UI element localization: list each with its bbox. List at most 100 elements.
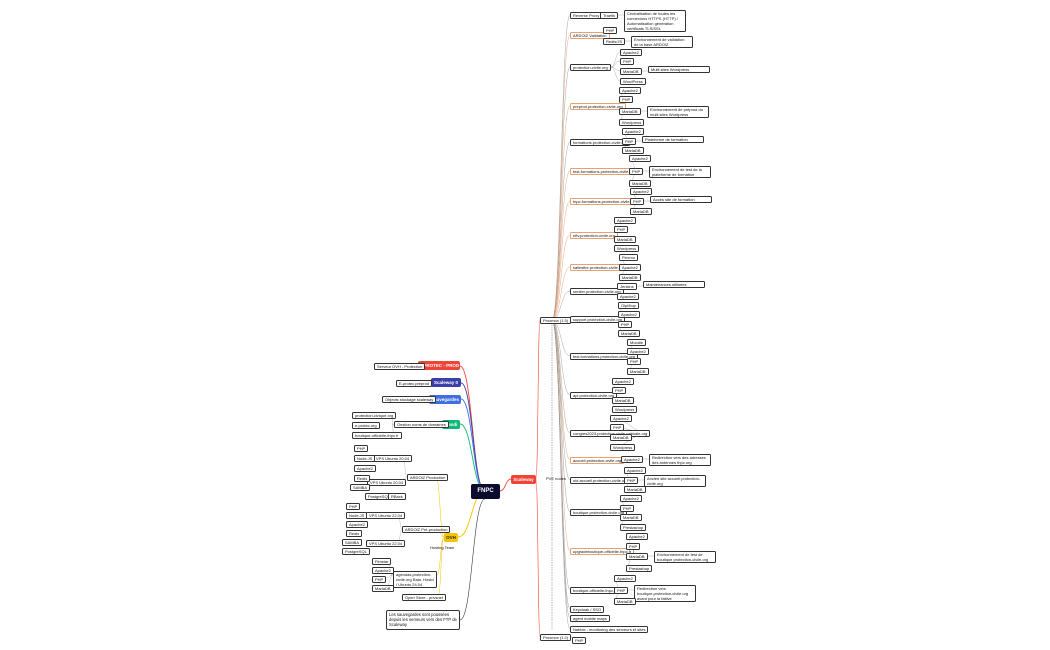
- scaleway-site-component[interactable]: MariaDB: [620, 68, 642, 75]
- hub-scaleway-0[interactable]: Scaleway 0: [431, 378, 461, 387]
- scaleway-site-component[interactable]: WordPress: [620, 78, 646, 85]
- scaleway-site-component[interactable]: Jenkins: [617, 283, 637, 290]
- scaleway-site-component[interactable]: Apache2: [626, 533, 648, 540]
- ovh-agenda-item[interactable]: PHP: [372, 576, 387, 583]
- scaleway-site-component[interactable]: PHP: [626, 543, 641, 550]
- scaleway-site-node[interactable]: support.protection-civile.org: [570, 316, 626, 323]
- scaleway-site-component[interactable]: Apache2: [619, 264, 641, 271]
- scaleway-site-component[interactable]: Wordpress: [610, 444, 636, 451]
- ovh-vps2-item[interactable]: RBack: [388, 493, 406, 500]
- scaleway-component-note[interactable]: Multi sites Wordpress: [648, 66, 710, 73]
- ovh-vps-ubuntu-2204-b[interactable]: VPS Ubuntu 22.04: [366, 540, 406, 547]
- scaleway-component-note[interactable]: Environnement de préprod du multi sites …: [647, 106, 709, 118]
- scaleway-site-component[interactable]: Apache2: [627, 348, 649, 355]
- scaleway-site-component[interactable]: Prestashop: [626, 565, 653, 572]
- scaleway-site-component[interactable]: Wordpress: [619, 119, 645, 126]
- scaleway-site-node[interactable]: preprod.protection-civile.org: [570, 103, 626, 110]
- scaleway-site-component[interactable]: Apache2: [617, 293, 639, 300]
- scaleway-proxmox2-php[interactable]: PHP: [572, 637, 587, 644]
- scaleway-component-note[interactable]: Environnement de test de boutique protec…: [654, 551, 716, 563]
- ovh-ardoiz-preproduction[interactable]: ARDOIZ Pré-production: [402, 526, 451, 533]
- ovh-hosting-team[interactable]: Hosting Team: [430, 545, 455, 550]
- scaleway-proxmox-1[interactable]: Proxmox (1.5): [540, 317, 572, 324]
- ovh-vps3-item[interactable]: Node.JS: [346, 512, 368, 519]
- scaleway-site-component[interactable]: PHP: [612, 387, 627, 394]
- scaleway-site-node[interactable]: api.protection-civile.org: [570, 392, 618, 399]
- scaleway-site-component[interactable]: MariaDB: [627, 368, 649, 375]
- ovh-vps1-item[interactable]: PHP: [354, 445, 369, 452]
- scaleway-site-component[interactable]: MariaDB: [612, 397, 634, 404]
- ovh-vps3-item[interactable]: PHP: [346, 503, 361, 510]
- scaleway-site-component[interactable]: Wordpress: [614, 245, 640, 252]
- scaleway-site-node[interactable]: test.formations.protection-civile.org: [570, 353, 639, 360]
- scaleway-site-component[interactable]: PHP: [622, 138, 637, 145]
- scaleway-site-component[interactable]: MariaDB: [614, 598, 636, 605]
- scaleway-site-node[interactable]: fnpc-formations.protection-civile.org: [570, 198, 640, 205]
- scaleway-component-note[interactable]: Environnement de validation de la base A…: [631, 36, 693, 48]
- scaleway-site-node[interactable]: sentier.protection-civile.org: [570, 288, 624, 295]
- scaleway-vm-nodes[interactable]: PVE nodes: [546, 476, 567, 481]
- hub-scaleway[interactable]: Scaleway: [511, 475, 536, 484]
- scaleway-component-note[interactable]: Maintenances utilisées: [643, 281, 705, 288]
- scaleway-site-component[interactable]: Redis/JS: [603, 38, 626, 45]
- gandi-domain-item[interactable]: boutique-officielle-fnpc.fr: [352, 432, 402, 439]
- scaleway-site-component[interactable]: Traefik: [600, 12, 619, 19]
- scaleway-component-note[interactable]: Plateforme de formation: [642, 136, 704, 143]
- scaleway-site-node[interactable]: protection-civile.org: [570, 64, 611, 71]
- scaleway-site-component[interactable]: Apache2: [620, 495, 642, 502]
- gandi-domain-item[interactable]: protection-civique.org: [352, 412, 397, 419]
- scaleway-site-node[interactable]: old.accueil.protection-civile.org: [570, 477, 631, 484]
- scaleway-proxmox-2[interactable]: Proxmox (1.2): [540, 634, 572, 641]
- scaleway-site-component[interactable]: PHP: [619, 96, 634, 103]
- scaleway-site-component[interactable]: PHP: [620, 58, 635, 65]
- ovh-vps2-item[interactable]: SAMBA: [350, 484, 371, 491]
- scaleway-site-component[interactable]: Apache2: [624, 467, 646, 474]
- scaleway-site-component[interactable]: Prestashop: [620, 524, 647, 531]
- scaleway-site-component[interactable]: PHP: [614, 226, 629, 233]
- gandi-domain-node[interactable]: Gestion noms de domaines: [394, 421, 449, 428]
- ovh-vps1-item[interactable]: Apache2: [354, 465, 376, 472]
- scaleway-site-component[interactable]: PHP: [630, 198, 645, 205]
- scaleway-site-node[interactable]: upgradeboutique-officielle-fnpc.fr: [570, 548, 635, 555]
- ovh-vps4-item[interactable]: PostgreSQL: [342, 548, 370, 555]
- scaleway-site-component[interactable]: PHP: [624, 477, 639, 484]
- scaleway-site-component[interactable]: PHP: [618, 321, 633, 328]
- scaleway-site-component[interactable]: Apache2: [612, 378, 634, 385]
- scaleway-site-component[interactable]: Apache2: [610, 415, 632, 422]
- scaleway-site-component[interactable]: Apache2: [618, 311, 640, 318]
- scaleway-site-component[interactable]: Apache2: [620, 49, 642, 56]
- scaleway-tail-node[interactable]: agent mobile maps: [570, 615, 610, 622]
- scaleway-site-component[interactable]: MariaDB: [619, 108, 641, 115]
- gandi-domain-item[interactable]: e-protec.org: [352, 422, 380, 429]
- scaleway-site-component[interactable]: MariaDB: [622, 147, 644, 154]
- scaleway-site-node[interactable]: accueil.protection-civile.org: [570, 457, 625, 464]
- scaleway-site-component[interactable]: PHP: [610, 424, 625, 431]
- scaleway-site-component[interactable]: MariaDB: [629, 180, 651, 187]
- scaleway-site-component[interactable]: Apache2: [622, 128, 644, 135]
- scaleway-site-component[interactable]: MariaDB: [630, 208, 652, 215]
- ovh-open-store[interactable]: Open Store - privsnet: [402, 594, 447, 601]
- scaleway-site-component[interactable]: Flexmo: [619, 254, 639, 261]
- sauvegardes-item-node[interactable]: Objects stockage scaleway: [382, 396, 437, 403]
- scaleway-site-node[interactable]: eftv.protection-civile.org: [570, 232, 618, 239]
- scaleway-site-component[interactable]: MariaDB: [618, 330, 640, 337]
- scaleway-component-note[interactable]: Environnement de test de la plateforme d…: [649, 166, 711, 178]
- ovh-vps-ubuntu-2004-b[interactable]: VPS Ubuntu 20.04: [367, 479, 407, 486]
- scaleway-site-component[interactable]: MariaDB: [619, 274, 641, 281]
- scaleway-component-note[interactable]: Ancien site accueil.protection-civile.or…: [644, 475, 706, 487]
- hub-sauvegardes[interactable]: Sauvegardes: [429, 395, 461, 404]
- scaleway-site-component[interactable]: Apache2: [621, 456, 643, 463]
- scaleway-tail-node[interactable]: Keycloak / SSO: [570, 606, 605, 613]
- ovh-ardoiz-production[interactable]: ARDOIZ Production: [407, 474, 449, 481]
- scaleway-site-component[interactable]: MariaDB: [610, 434, 632, 441]
- scaleway-site-component[interactable]: Apache2: [614, 217, 636, 224]
- scaleway-component-note[interactable]: Redirection vers des adresses des antenn…: [649, 454, 711, 466]
- scaleway-site-component[interactable]: Apache2: [629, 155, 651, 162]
- scaleway-site-node[interactable]: test-formations.protection-civile.org: [570, 168, 639, 175]
- scaleway-site-component[interactable]: PHP: [627, 358, 642, 365]
- hub-gandi[interactable]: Gandi: [442, 420, 460, 429]
- scaleway-site-component[interactable]: PHP: [603, 27, 618, 34]
- scaleway-site-component[interactable]: Wordpress: [612, 406, 638, 413]
- ovh-agenda-item[interactable]: Apache2: [372, 567, 394, 574]
- scaleway-site-component[interactable]: PHP: [614, 587, 629, 594]
